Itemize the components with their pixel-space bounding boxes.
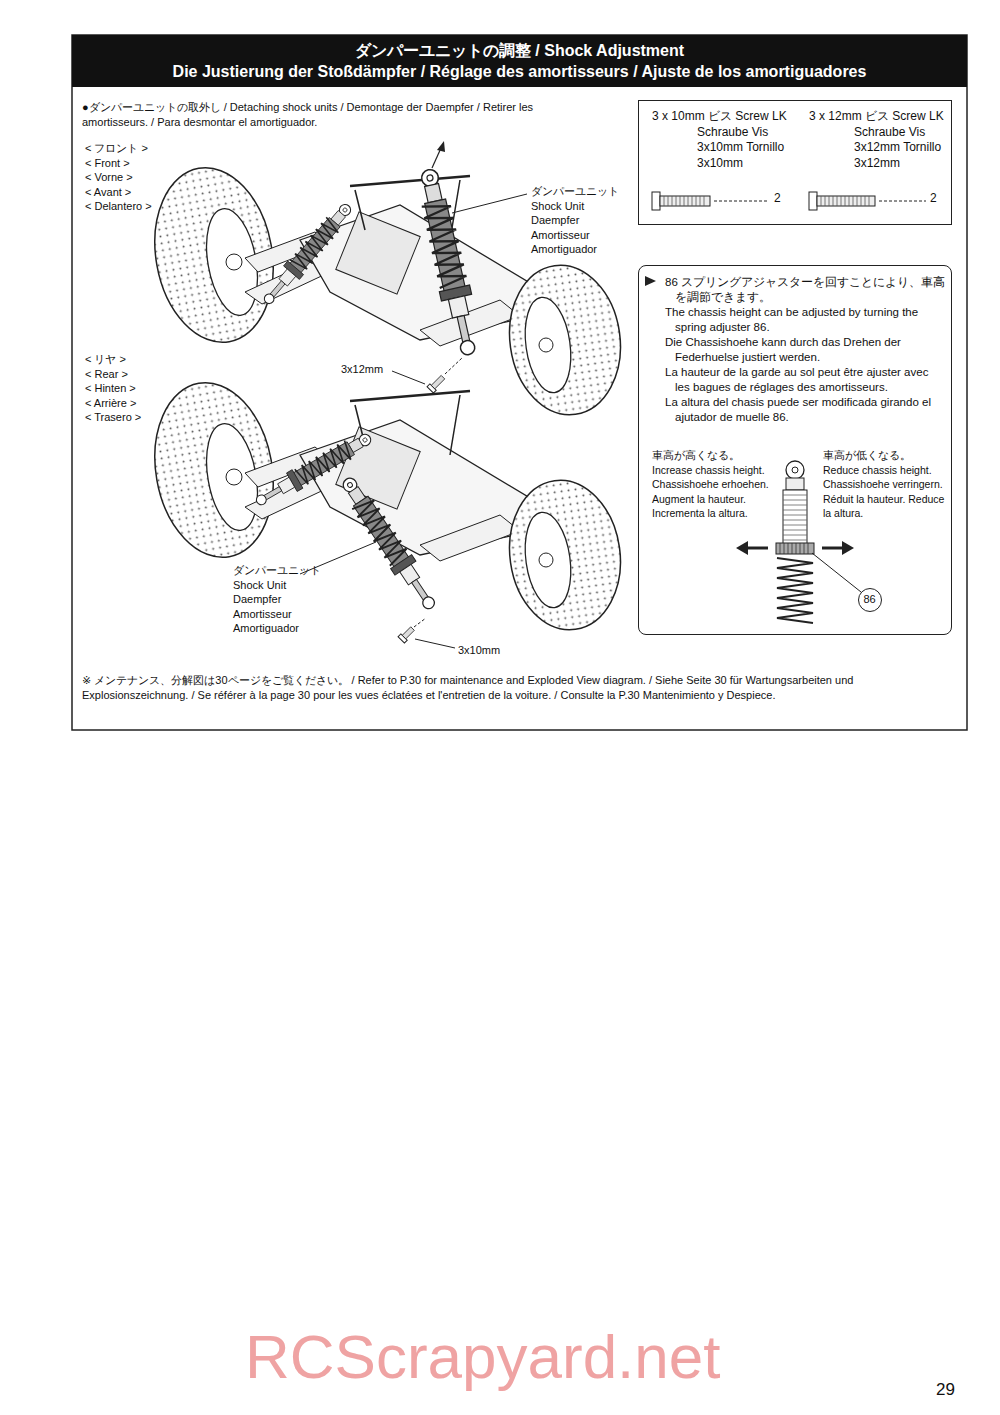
title-text: Die Justierung der Stoßdämpfer / Réglage… xyxy=(72,62,967,81)
screw-box: 3 x 10mm ビス Screw LK Schraube Vis 3x10mm… xyxy=(638,100,952,225)
instruction-text: Die Chassishoehe kann durch das Drehen d… xyxy=(665,335,945,364)
view-label: < Trasero > xyxy=(85,410,141,425)
instruction-text: La hauteur de la garde au sol peut être … xyxy=(665,365,945,394)
title-text: ダンパーユニットの調整 / Shock Adjustment xyxy=(72,41,967,60)
view-label: < Front > xyxy=(85,156,130,171)
view-label: < Delantero > xyxy=(85,199,152,214)
screw-spec: 3 x 10mm ビス Screw LK Schraube Vis 3x10mm… xyxy=(652,109,792,171)
view-label: < フロント > xyxy=(85,141,148,156)
callout-number: 86 xyxy=(859,593,880,606)
page-number: 29 xyxy=(936,1380,955,1400)
view-label: < Avant > xyxy=(85,185,131,200)
height-note: 車高が低くなる。 Reduce chassis height. Chassish… xyxy=(823,448,949,521)
instruction-text: La altura del chasis puede ser modificad… xyxy=(665,395,945,424)
part-name: ダンパーユニット Shock Unit Daempfer Amortisseur… xyxy=(233,563,329,636)
part-name: ダンパーユニット Shock Unit Daempfer Amortisseur… xyxy=(531,184,627,257)
quantity: 2 xyxy=(774,191,781,206)
view-label: < Vorne > xyxy=(85,170,133,185)
screw-spec: 3 x 12mm ビス Screw LK Schraube Vis 3x12mm… xyxy=(809,109,949,171)
title-band: ダンパーユニットの調整 / Shock AdjustmentDie Justie… xyxy=(72,35,967,87)
view-label: < リヤ > xyxy=(85,352,126,367)
screw-size: 3x12mm xyxy=(341,362,383,377)
view-label: < Rear > xyxy=(85,367,128,382)
height-note: 車高が高くなる。 Increase chassis height. Chassi… xyxy=(652,448,770,521)
watermark: RCScrapyard.net xyxy=(245,1322,721,1392)
view-label: < Arrière > xyxy=(85,396,136,411)
instruction-text: 86 スプリングアジャスターを回すことにより、車高を調節できます。 xyxy=(665,275,945,304)
footnote: ※ メンテナンス、分解図は30ページをご覧ください。 / Refer to P.… xyxy=(82,673,952,702)
section-heading: ●ダンパーユニットの取外し / Detaching shock units / … xyxy=(82,100,562,129)
instruction-text: The chassis height can be adjusted by tu… xyxy=(665,305,945,334)
view-label: < Hinten > xyxy=(85,381,136,396)
quantity: 2 xyxy=(930,191,937,206)
adjustment-box: 86 スプリングアジャスターを回すことにより、車高を調節できます。The cha… xyxy=(638,265,952,635)
callout-circle: 86 xyxy=(858,588,882,612)
screw-size: 3x10mm xyxy=(458,643,500,658)
